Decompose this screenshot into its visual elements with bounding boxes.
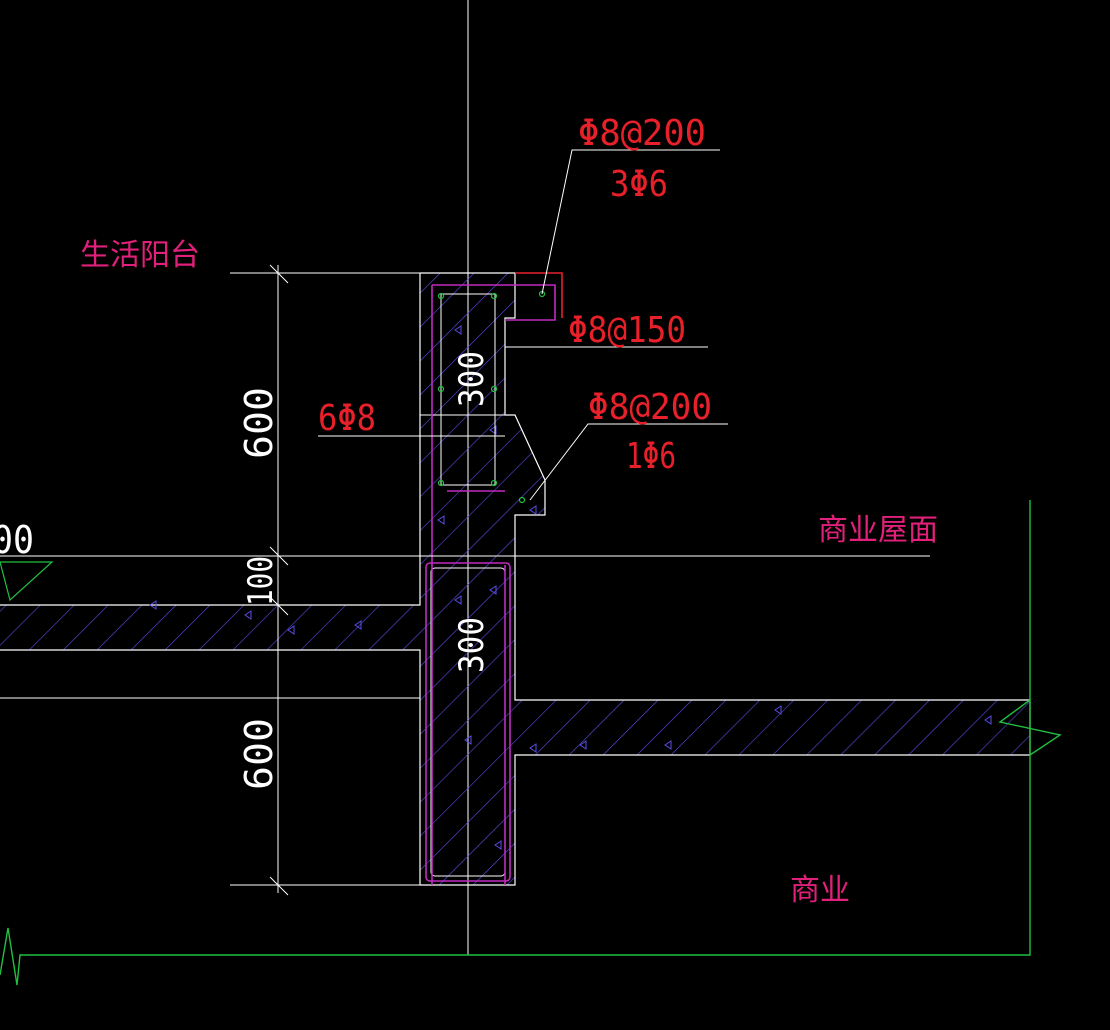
dimension-text-middle: 100 <box>241 556 281 606</box>
room-label-balcony: 生活阳台 <box>80 238 200 273</box>
stirrup-lower <box>425 562 511 882</box>
rebar-annotation-top-1: Φ8@200 <box>578 113 706 154</box>
rebar-annotation-low-2: 1Φ6 <box>626 436 676 477</box>
dimension-lines <box>230 264 420 896</box>
dimension-text-upper: 600 <box>237 387 281 459</box>
elevation-marker-icon <box>0 561 54 602</box>
rebar-annotation-low-1: Φ8@200 <box>588 387 712 428</box>
rebar-annotation-mid: Φ8@150 <box>568 310 686 351</box>
stirrup-upper-red <box>515 272 563 318</box>
rebar-annotation-top-2: 3Φ6 <box>610 164 668 205</box>
level-lines <box>0 555 930 699</box>
rebar-cage <box>425 272 563 885</box>
concrete-section <box>0 272 1031 886</box>
drawing-border <box>0 500 1062 986</box>
room-label-roof: 商业屋面 <box>818 513 938 548</box>
stirrup-upper <box>431 284 556 565</box>
leader-lines <box>318 149 728 501</box>
rebar-dots <box>437 290 546 504</box>
room-label-commercial: 商业 <box>790 873 850 908</box>
beam-width-upper: 300 <box>452 351 492 407</box>
beam-width-lower: 300 <box>452 617 492 673</box>
concrete-outline <box>0 272 1031 886</box>
elevation-text: 00 <box>0 518 34 562</box>
dimension-text-lower: 600 <box>237 718 281 790</box>
rebar-annotation-long: 6Φ8 <box>318 398 376 439</box>
